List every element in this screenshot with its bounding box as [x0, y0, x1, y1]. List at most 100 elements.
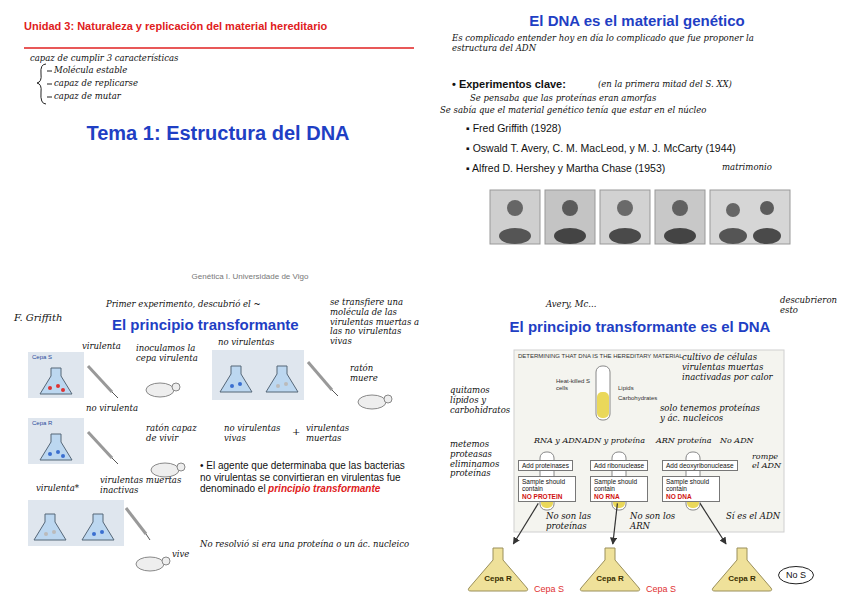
text-label: Se sabía que el material genético tenía … [440, 106, 706, 116]
label-text: capaz de cumplir 3 características [30, 53, 178, 63]
mouse [358, 395, 386, 409]
label-text: No resolvió si era una proteína o un ác.… [200, 539, 409, 549]
needle [332, 390, 338, 396]
text-label: Heat-killed S cells [556, 378, 592, 392]
mouse-head [162, 557, 170, 565]
text-label: (en la primera mitad del S. XX) [598, 80, 732, 90]
cell [284, 382, 288, 386]
text-label: capaz de mutar [54, 92, 121, 102]
flask [34, 514, 66, 540]
label-text: virulentas muertas inactivas [100, 475, 181, 495]
text-label: No ADN [720, 436, 754, 445]
text-label: vive [172, 550, 189, 560]
label-text: Se sabía que el material genético tenía … [440, 105, 706, 115]
label-text: inoculamos la cepa virulenta [136, 343, 198, 363]
label-text: Cepa R [32, 420, 52, 426]
cell [48, 452, 52, 456]
label-text: solo tenemos proteínas y ác. nucleicos [660, 403, 760, 423]
label-text: Avery, Mc... [546, 299, 596, 309]
text-label: quitamos lípidos y carbohidratos [450, 386, 512, 415]
label-box: Sample should containNO DNA [662, 476, 720, 502]
cell [238, 382, 242, 386]
label-text: F. Griffith [14, 312, 62, 323]
flow-arrow [613, 503, 618, 544]
node-text: Add ribonuclease [594, 462, 644, 469]
flask [82, 514, 114, 540]
text-label: ADN y proteína [582, 436, 645, 445]
text-label: Se pensaba que las proteínas eran amorfa… [470, 94, 656, 104]
mouse-head [177, 463, 185, 471]
label-text: capaz de replicarse [54, 78, 138, 88]
cell [44, 532, 48, 536]
label-box: Add deoxyribonuclease [662, 460, 738, 471]
cell [276, 384, 280, 388]
text-label: Sí es el ADN [726, 512, 780, 522]
label-text: ▪ Oswald T. Avery, C. M. MacLeod, y M. J… [466, 142, 736, 154]
text-label: Lipids [618, 385, 634, 392]
node-text: NO PROTEIN [522, 493, 572, 500]
dash [47, 97, 52, 98]
text-label: ARN proteína [656, 436, 712, 445]
flask [220, 366, 252, 392]
text-label: Molécula estable [54, 66, 127, 76]
culture-flask: Cepa R [466, 546, 530, 592]
label-text: virulenta* [36, 483, 79, 493]
mouse [136, 557, 164, 571]
portrait-head [672, 200, 688, 216]
cell [100, 530, 104, 534]
portrait-body [609, 228, 641, 244]
label-text: virulentas muertas [306, 423, 349, 443]
text-label: Es complicado entender hoy en día lo com… [452, 34, 772, 54]
text-label: no virulentas vivas [224, 424, 284, 444]
ellipse-ring [779, 567, 814, 584]
text-label: • El agente que determinaba que las bact… [200, 460, 412, 495]
needle [112, 458, 118, 464]
label-text: No son las proteínas [546, 511, 591, 531]
node-text: Cepa R [578, 574, 642, 583]
mouse [146, 383, 174, 397]
test-tube [596, 366, 610, 420]
portrait-body [719, 228, 747, 244]
text-label: matrimonio [722, 163, 772, 173]
cell [230, 384, 234, 388]
dash [47, 71, 52, 72]
text-label: no virulentas [218, 338, 274, 348]
title-rule [24, 47, 414, 49]
text-label: Cepa S [646, 584, 676, 594]
culture-flask: Cepa R [578, 546, 642, 592]
portrait [710, 190, 790, 244]
text-label: rompe el ADN [752, 452, 784, 470]
syringe [308, 362, 332, 390]
circled-note: No S [778, 566, 814, 584]
label-text: El principio transformante [112, 316, 299, 333]
mouse-head [172, 383, 180, 391]
portrait [600, 190, 650, 244]
label-text: ratón capaz de vivir [146, 423, 197, 443]
syringe [88, 366, 112, 392]
cell [56, 450, 60, 454]
node-text: Add deoxyribonuclease [666, 462, 734, 469]
label-text: (en la primera mitad del S. XX) [598, 79, 732, 89]
panel [212, 350, 304, 400]
label-text: vive [172, 549, 189, 559]
text-label: No son las proteínas [546, 512, 602, 532]
text-label: El principio transformante es el DNA [510, 318, 771, 335]
text-label: virulentas muertas [306, 424, 366, 444]
label-text: ARN proteína [656, 436, 712, 445]
label-text: se transfiere una molécula de las virule… [330, 297, 419, 346]
node-text: Sample should contain [594, 478, 644, 493]
text-label: capaz de cumplir 3 características [30, 54, 178, 64]
portrait-head [760, 201, 774, 215]
label-text: cultivo de células virulentas muertas in… [682, 352, 773, 382]
text-label: • Experimentos clave: [452, 78, 566, 91]
label-text: virulenta [82, 341, 121, 351]
text-label: no virulenta [86, 404, 138, 414]
tube-liquid [597, 392, 609, 418]
flow-arrow [513, 503, 538, 544]
text-label: cultivo de células virulentas muertas in… [682, 353, 780, 382]
text-label: ▪ Fred Griffith (1928) [466, 122, 561, 134]
cell [48, 386, 52, 390]
text-label: ▪ Alfred D. Hershey y Martha Chase (1953… [466, 162, 665, 174]
label-text: ratón muere [350, 363, 378, 383]
